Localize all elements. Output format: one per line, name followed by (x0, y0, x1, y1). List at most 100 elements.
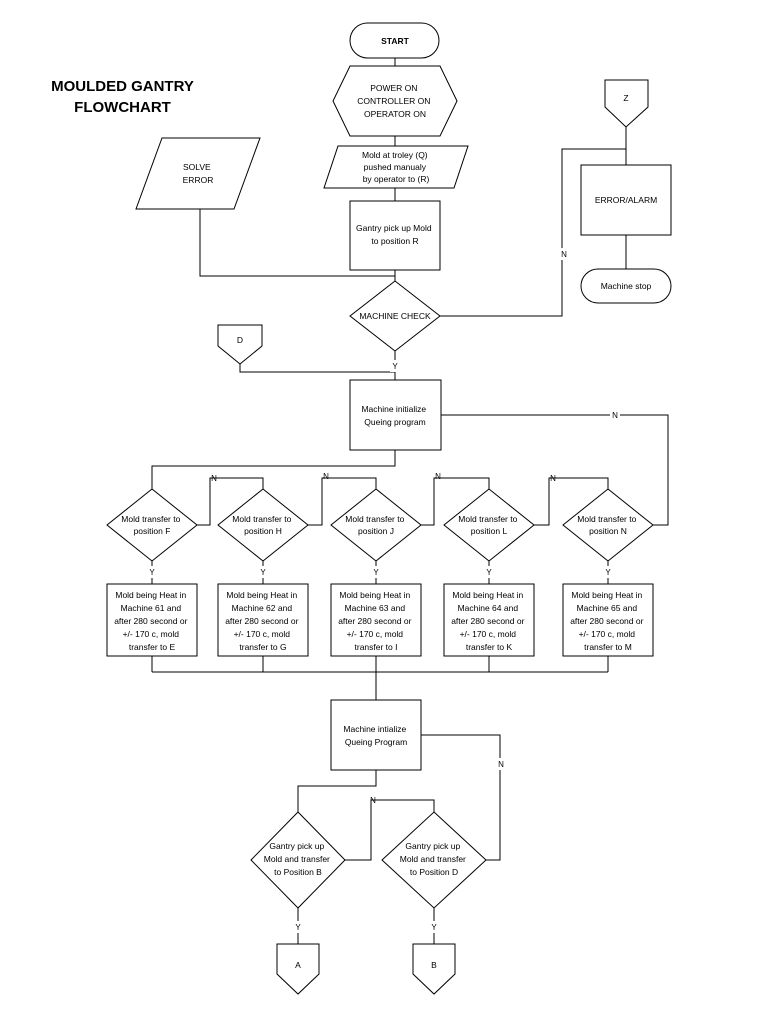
text-line: Machine 61 and (121, 603, 182, 613)
label-yes: Y (149, 568, 155, 577)
text-line: SOLVE (183, 162, 211, 172)
gantry-position-b-label: Gantry pick up Mold and transfer to Posi… (264, 841, 333, 877)
decision-l: Mold transfer to position L (443, 488, 535, 562)
text-line: transfer to G (239, 642, 286, 652)
text-line: to position R (371, 236, 418, 246)
decision-l-label: Mold transfer to position L (458, 514, 519, 536)
heat-box-63-label: Mold being Heat in Machine 63 and after … (338, 590, 414, 652)
label-no: N (211, 474, 217, 483)
text-line: Mold transfer to (458, 514, 517, 524)
title-line-2: FLOWCHART (74, 99, 171, 116)
heat-box-61-label: Mold being Heat in Machine 61 and after … (114, 590, 190, 652)
text-line: Mold being Heat in (115, 590, 186, 600)
text-line: Mold transfer to (121, 514, 180, 524)
mold-trolley-input: Mold at troley (Q) pushed manualy by ope… (323, 145, 469, 189)
decision-h: Mold transfer to position H (217, 488, 309, 562)
machine-check-label: MACHINE CHECK (359, 311, 431, 321)
text-line: transfer to I (355, 642, 398, 652)
machine-initialize-2-label: Machine intialize Queing Program (343, 724, 408, 747)
text-line: Mold being Heat in (452, 590, 523, 600)
connector-b-label: B (431, 960, 437, 970)
text-line: Mold and transfer (400, 854, 466, 864)
text-line: to Position B (274, 867, 322, 877)
text-line: Mold being Heat in (571, 590, 642, 600)
decision-h-label: Mold transfer to position H (232, 514, 293, 536)
text-line: Gantry pick up (269, 841, 324, 851)
machine-initialize-label: Machine initialize Queing program (361, 404, 428, 427)
text-line: +/- 170 c, mold (460, 629, 517, 639)
text-line: POWER ON (370, 83, 417, 93)
heat-box-64-label: Mold being Heat in Machine 64 and after … (451, 590, 527, 652)
text-line: after 280 second or (451, 616, 524, 626)
gantry-pickup-r-label: Gantry pick up Mold to position R (356, 223, 434, 246)
heat-box-63: Mold being Heat in Machine 63 and after … (330, 583, 422, 657)
page-title: MOULDED GANTRY FLOWCHART (30, 76, 215, 118)
text-line: Machine initialize (361, 404, 426, 414)
decision-f: Mold transfer to position F (106, 488, 198, 562)
label-yes: Y (605, 568, 611, 577)
label-no: N (550, 474, 556, 483)
label-no: N (435, 472, 441, 481)
start-label: START (381, 36, 410, 46)
label-no: N (561, 250, 567, 259)
power-on-hexagon: POWER ON CONTROLLER ON OPERATOR ON (332, 65, 458, 137)
machine-stop-label: Machine stop (601, 281, 652, 291)
text-line: transfer to K (466, 642, 513, 652)
machine-initialize-2-process: Machine intialize Queing Program (330, 699, 422, 771)
text-line: position J (358, 526, 394, 536)
text-line: transfer to E (129, 642, 176, 652)
decision-n-label: Mold transfer to position N (577, 514, 638, 536)
text-line: to Position D (410, 867, 458, 877)
text-line: Machine 62 and (232, 603, 293, 613)
connector-d: D (217, 324, 263, 365)
solve-error-input: SOLVE ERROR (135, 137, 261, 210)
connector-z: Z (604, 79, 649, 128)
text-line: Mold being Heat in (226, 590, 297, 600)
text-line: pushed manualy (364, 162, 427, 172)
label-no: N (612, 411, 618, 420)
heat-box-65: Mold being Heat in Machine 65 and after … (562, 583, 654, 657)
text-line: Queing program (364, 417, 425, 427)
solve-error-label: SOLVE ERROR (183, 162, 214, 185)
text-line: after 280 second or (338, 616, 411, 626)
heat-box-65-label: Mold being Heat in Machine 65 and after … (570, 590, 646, 652)
error-alarm-label: ERROR/ALARM (595, 195, 657, 205)
power-on-label: POWER ON CONTROLLER ON OPERATOR ON (357, 83, 433, 119)
label-no: N (323, 472, 329, 481)
text-line: CONTROLLER ON (357, 96, 430, 106)
label-yes: Y (295, 923, 301, 932)
text-line: +/- 170 c, mold (123, 629, 180, 639)
text-line: Machine intialize (343, 724, 406, 734)
text-line: Mold transfer to (345, 514, 404, 524)
text-line: after 280 second or (225, 616, 298, 626)
text-line: after 280 second or (570, 616, 643, 626)
text-line: Machine 65 and (577, 603, 638, 613)
decision-j: Mold transfer to position J (330, 488, 422, 562)
text-line: OPERATOR ON (364, 109, 426, 119)
gantry-position-b-decision: Gantry pick up Mold and transfer to Posi… (250, 811, 346, 909)
text-line: Mold at troley (Q) (362, 150, 428, 160)
heat-box-62: Mold being Heat in Machine 62 and after … (217, 583, 309, 657)
connector-z-label: Z (623, 93, 628, 103)
text-line: Machine 63 and (345, 603, 406, 613)
connector-d-label: D (237, 335, 243, 345)
text-line: position F (134, 526, 171, 536)
title-line-1: MOULDED GANTRY (51, 78, 194, 95)
label-no: N (498, 760, 504, 769)
connector-a-label: A (295, 960, 301, 970)
label-yes: Y (373, 568, 379, 577)
label-yes: Y (392, 362, 398, 371)
text-line: ERROR (183, 175, 214, 185)
text-line: +/- 170 c, mold (579, 629, 636, 639)
text-line: Gantry pick up Mold (356, 223, 432, 233)
label-no: N (370, 796, 376, 805)
decision-n: Mold transfer to position N (562, 488, 654, 562)
machine-check-decision: MACHINE CHECK (349, 280, 441, 352)
machine-stop-terminator: Machine stop (580, 268, 672, 304)
connector-b: B (412, 943, 456, 995)
label-yes: Y (486, 568, 492, 577)
text-line: position N (589, 526, 627, 536)
text-line: Mold transfer to (232, 514, 291, 524)
text-line: position L (471, 526, 508, 536)
